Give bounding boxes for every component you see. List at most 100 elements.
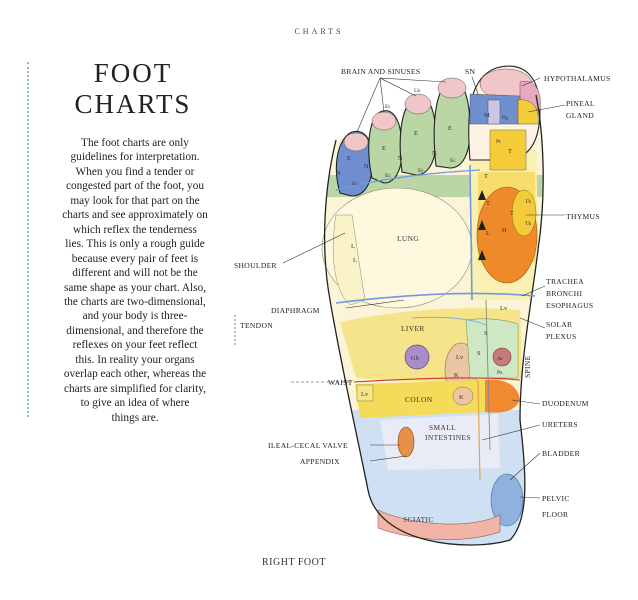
zone-lv-3: Lv [361,391,369,398]
body-line: overlap each other, whereas the [63,368,207,381]
zone-e-2: E [382,145,386,152]
foot-outline [323,94,544,546]
body-line: and your body is three- [82,310,188,323]
title-line-2: CHARTS [74,89,192,119]
label-ureters: URETERS [542,420,578,429]
zone-lv-1: Lv [500,305,508,312]
zone-l-shoulder: L [351,243,355,250]
label-esophagus: ESOPHAGUS [546,301,593,310]
zone-t-2: T [484,173,488,180]
body-line: to give an idea of where [80,397,190,410]
label-solar: SOLAR [546,320,573,329]
callout-labels: BRAIN AND SINUSES SN HYPOTHALAMUS PINEAL… [234,67,610,519]
body-line: dimensional, and therefore the [66,324,204,337]
zone-pg: Pg [502,115,508,121]
label-tendon: TENDON [240,321,273,330]
zone-e-3: E [414,130,418,137]
label-trachea: TRACHEA [546,277,584,286]
zone-t-4: T [510,210,514,217]
zone-s-1: S [484,330,488,337]
zone-k-2: K [459,394,464,401]
page-title: FOOT CHARTS [52,58,214,120]
label-shoulder: SHOULDER [234,261,278,270]
zone-e-4: E [448,125,452,132]
body-text: The foot charts are only guidelines for … [48,136,222,425]
zone-e-1: E [347,155,351,162]
zone-intestines: INTESTINES [425,433,471,442]
zone-n-1: N [336,170,341,177]
label-hypothalamus: HYPOTHALAMUS [544,74,610,83]
body-line: reflexes on your feet reflect [72,339,198,352]
zone-gb: Gb [411,355,419,362]
body-line: which reflex the tenderness [73,223,197,236]
body-line: The foot charts are only [81,137,189,149]
label-plexus: PLEXUS [546,332,577,341]
zone-th-1: Th [525,199,531,205]
zone-pt: Pt [496,139,501,145]
label-sn: SN [465,67,476,76]
zone-k-1: K [454,372,459,379]
body-line: charts are simplified for clarity, [64,382,206,395]
zone-lv-2: Lv [456,354,464,361]
body-line: things are. [111,411,159,424]
zone-labels: LUNG LIVER COLON SMALL INTESTINES SCIATI… [336,88,531,524]
toes [335,65,541,197]
leader-lines [234,76,566,499]
zone-lb: Lb [414,88,420,94]
zone-n-4: N [432,150,437,157]
body-line: may look for that part on the [70,194,200,207]
zone-sciatic: SCIATIC [403,515,434,524]
zone-lung: LUNG [397,234,419,243]
zone-th-2: Th [525,221,531,227]
body-line: different and will not be the [72,267,198,280]
zone-n-2: N [364,163,369,170]
label-bronchi: BRONCHI [546,289,582,298]
zone-t-3: T [486,200,490,207]
label-waist: WAIST [328,378,353,387]
running-head: CHARTS [294,27,344,36]
label-diaphragm: DIAPHRAGM [271,306,320,315]
body-line: same shape as your chart. Also, [63,281,207,294]
zone-m: M [484,112,490,119]
label-thymus: THYMUS [566,212,600,221]
body-line: When you find a tender or [75,165,195,178]
label-brain-sinuses: BRAIN AND SINUSES [341,67,420,76]
label-spine: SPINE [523,355,532,378]
body-line: this. In reality your organs [75,353,195,366]
body-line: congested part of the foot, you [65,180,205,193]
zone-et-1: Et [418,168,423,174]
body-line: charts and see approximately on [62,209,208,222]
label-bladder: BLADDER [542,449,581,458]
dotted-rule [27,62,29,417]
zone-l-heart: L [486,230,490,237]
label-floor: FLOOR [542,510,569,519]
title-line-1: FOOT [93,58,173,88]
zone-ec-2: Ec [385,173,391,179]
label-pineal: PINEAL [566,99,595,108]
body-line: the charts are two-dimensional, [64,295,206,308]
zone-l-lower: L [353,257,357,264]
foot-caption: RIGHT FOOT [262,557,326,568]
zone-liver: LIVER [401,324,425,333]
body-line: because every pair of feet is [71,252,199,265]
zone-ar: Ar [497,356,503,362]
label-appendix: APPENDIX [300,457,340,466]
zone-ec-3: Ec [450,158,456,164]
label-pelvic: PELVIC [542,494,570,503]
body-line: guidelines for interpretation. [70,151,200,164]
zone-small: SMALL [429,423,456,432]
zone-ec-1: Ec [352,181,358,187]
zone-ps: Ps [497,370,502,376]
label-duodenum: DUODENUM [542,399,589,408]
reflex-lines [335,164,536,481]
zone-h: H [502,227,507,234]
label-gland: GLAND [566,111,594,120]
zone-n-3: N [398,155,403,162]
zone-colon: COLON [405,395,433,404]
body-line: lies. This is only a rough guide [65,238,205,251]
zone-t-1: T [508,148,512,155]
zone-et-2: Et [385,104,390,110]
label-ileal-cecal: ILEAL-CECAL VALVE [268,441,348,450]
zone-s-2: S [477,350,481,357]
